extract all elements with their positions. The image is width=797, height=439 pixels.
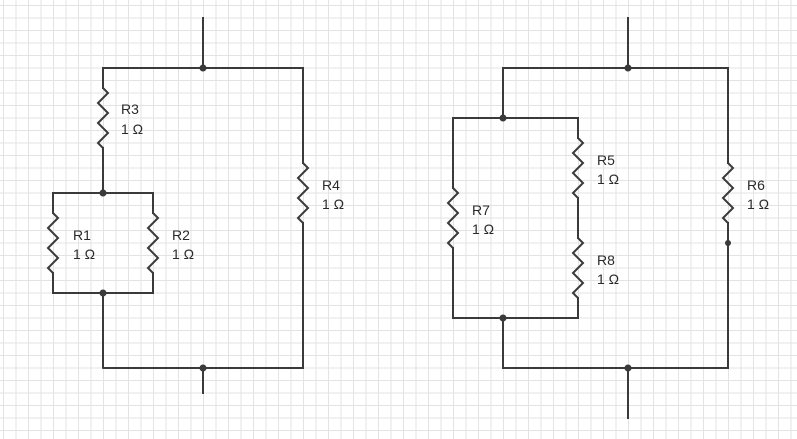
r6-value: 1 Ω [747,196,769,212]
junction-node [624,364,632,372]
wire-right-bottom-rail [502,367,729,419]
junction-node [199,64,207,72]
r5-name: R5 [597,152,615,168]
left-circuit: R3 1 Ω R1 1 Ω R2 1 Ω R4 1 Ω [46,17,344,394]
junction-node [99,189,107,197]
resistor-r4 [296,162,310,224]
junction-node [199,364,207,372]
wire-right-inner-bottom [452,317,579,369]
resistor-r8 [571,237,585,299]
r5-value: 1 Ω [597,171,619,187]
wire-left-bottom [102,292,304,394]
r6-name: R6 [747,177,765,193]
junction-node [99,289,107,297]
r1-name: R1 [73,227,91,243]
wire-right-inner-top [452,67,579,119]
r4-value: 1 Ω [322,196,344,212]
r8-name: R8 [597,252,615,268]
resistor-r7 [446,187,460,249]
r7-name: R7 [472,202,490,218]
r2-name: R2 [172,227,190,243]
junction-node [725,240,731,246]
resistor-r5 [571,137,585,199]
junction-node [624,64,632,72]
resistor-r1 [46,212,60,274]
r2-value: 1 Ω [172,246,194,262]
right-circuit: R5 1 Ω R8 1 Ω R7 1 Ω R6 1 Ω [446,17,769,419]
r1-value: 1 Ω [73,246,95,262]
junction-node [499,314,507,322]
junction-node [499,114,507,122]
resistor-r3 [96,87,110,149]
resistor-r2 [146,212,160,274]
resistor-r6 [721,162,735,224]
r4-name: R4 [322,177,340,193]
r8-value: 1 Ω [597,271,619,287]
r3-value: 1 Ω [121,121,143,137]
r3-name: R3 [121,101,139,117]
r7-value: 1 Ω [472,221,494,237]
